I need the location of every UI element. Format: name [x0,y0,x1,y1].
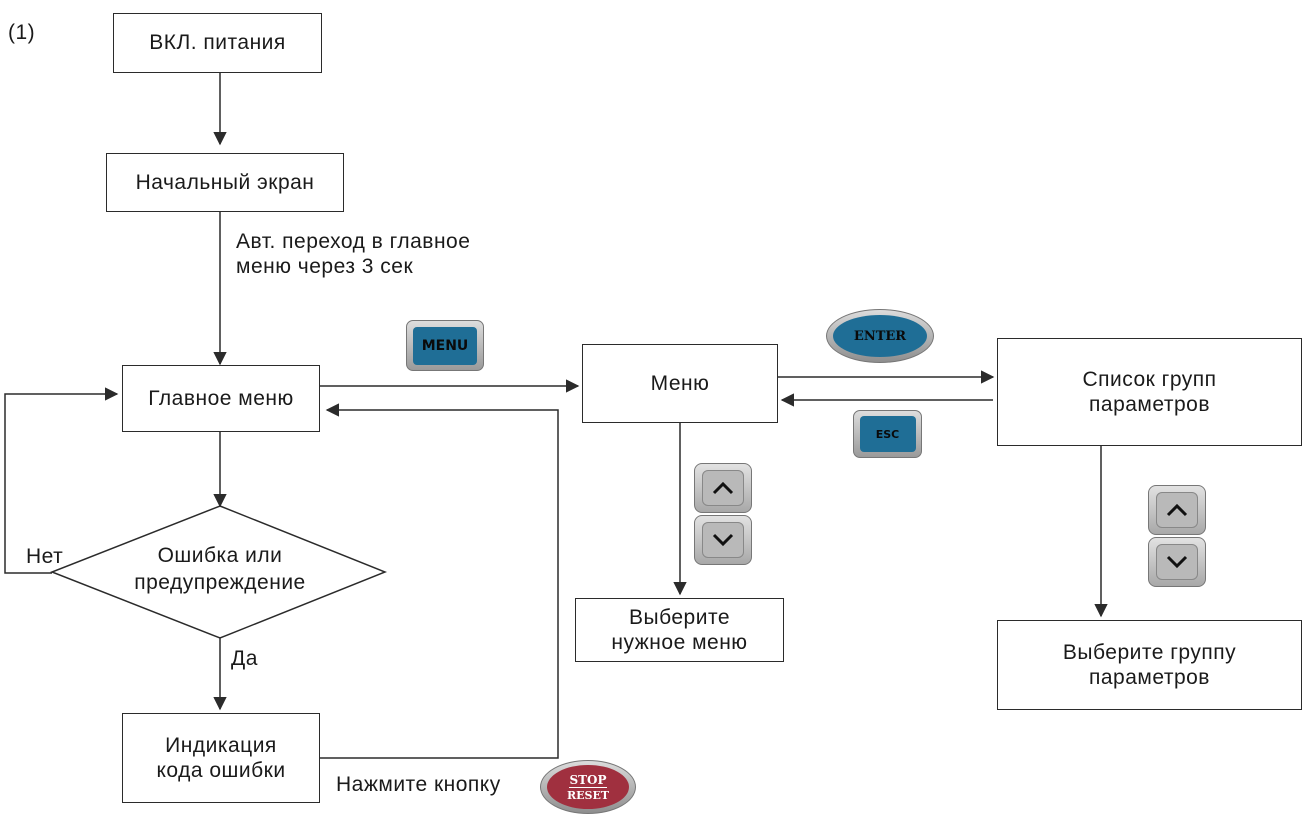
main-menu-label: Главное меню [148,386,294,410]
start-screen-label: Начальный экран [135,170,315,194]
down-key-icon [694,515,752,565]
menu-label: Меню [650,371,710,395]
error-code-box: Индикация кода ошибки [122,713,320,803]
start-screen-box: Начальный экран [106,153,344,212]
select-group-label: Выберите группу параметров [1062,640,1237,689]
up-key-face [1156,492,1198,528]
select-group-box: Выберите группу параметров [997,620,1302,710]
menu-key-icon: MENU [406,320,484,371]
esc-key-face: ESC [859,416,916,452]
enter-key-label: ENTER [853,328,907,344]
esc-key-label: ESC [875,427,900,441]
press-button-note: Нажмите кнопку [336,773,501,796]
error-code-label: Индикация кода ошибки [156,733,286,782]
menu-key-face: MENU [413,326,477,365]
up-key-icon [1148,485,1206,535]
stop-reset-key-icon: STOP RESET [540,760,636,814]
up-key-icon [694,463,752,513]
menu-box: Меню [582,344,778,423]
param-groups-box: Список групп параметров [997,338,1302,446]
main-menu-box: Главное меню [122,365,320,432]
yes-label: Да [231,647,258,670]
no-label: Нет [26,545,64,568]
decision-text: Ошибка или предупреждение [134,544,306,595]
power-on-label: ВКЛ. питания [149,31,286,55]
reset-key-label: RESET [566,788,610,802]
up-key-face [702,470,744,506]
stop-key-label: STOP [569,772,607,788]
decision-diamond-shape [49,505,388,639]
param-groups-label: Список групп параметров [1082,367,1217,416]
arrow-no-loop [4,387,119,574]
enter-key-face: ENTER [833,315,927,357]
auto-transition-note: Авт. переход в главное меню через 3 сек [236,230,471,279]
arrow-error-return [320,403,559,759]
select-menu-box: Выберите нужное меню [575,598,784,662]
enter-key-icon: ENTER [826,309,934,363]
power-on-box: ВКЛ. питания [113,13,322,73]
step-label: (1) [8,21,36,44]
select-menu-label: Выберите нужное меню [611,605,748,654]
down-key-face [1156,544,1198,580]
stop-reset-key-face: STOP RESET [547,765,629,809]
down-key-icon [1148,537,1206,587]
esc-key-icon: ESC [853,410,922,458]
menu-key-label: MENU [421,337,469,354]
down-key-face [702,522,744,558]
